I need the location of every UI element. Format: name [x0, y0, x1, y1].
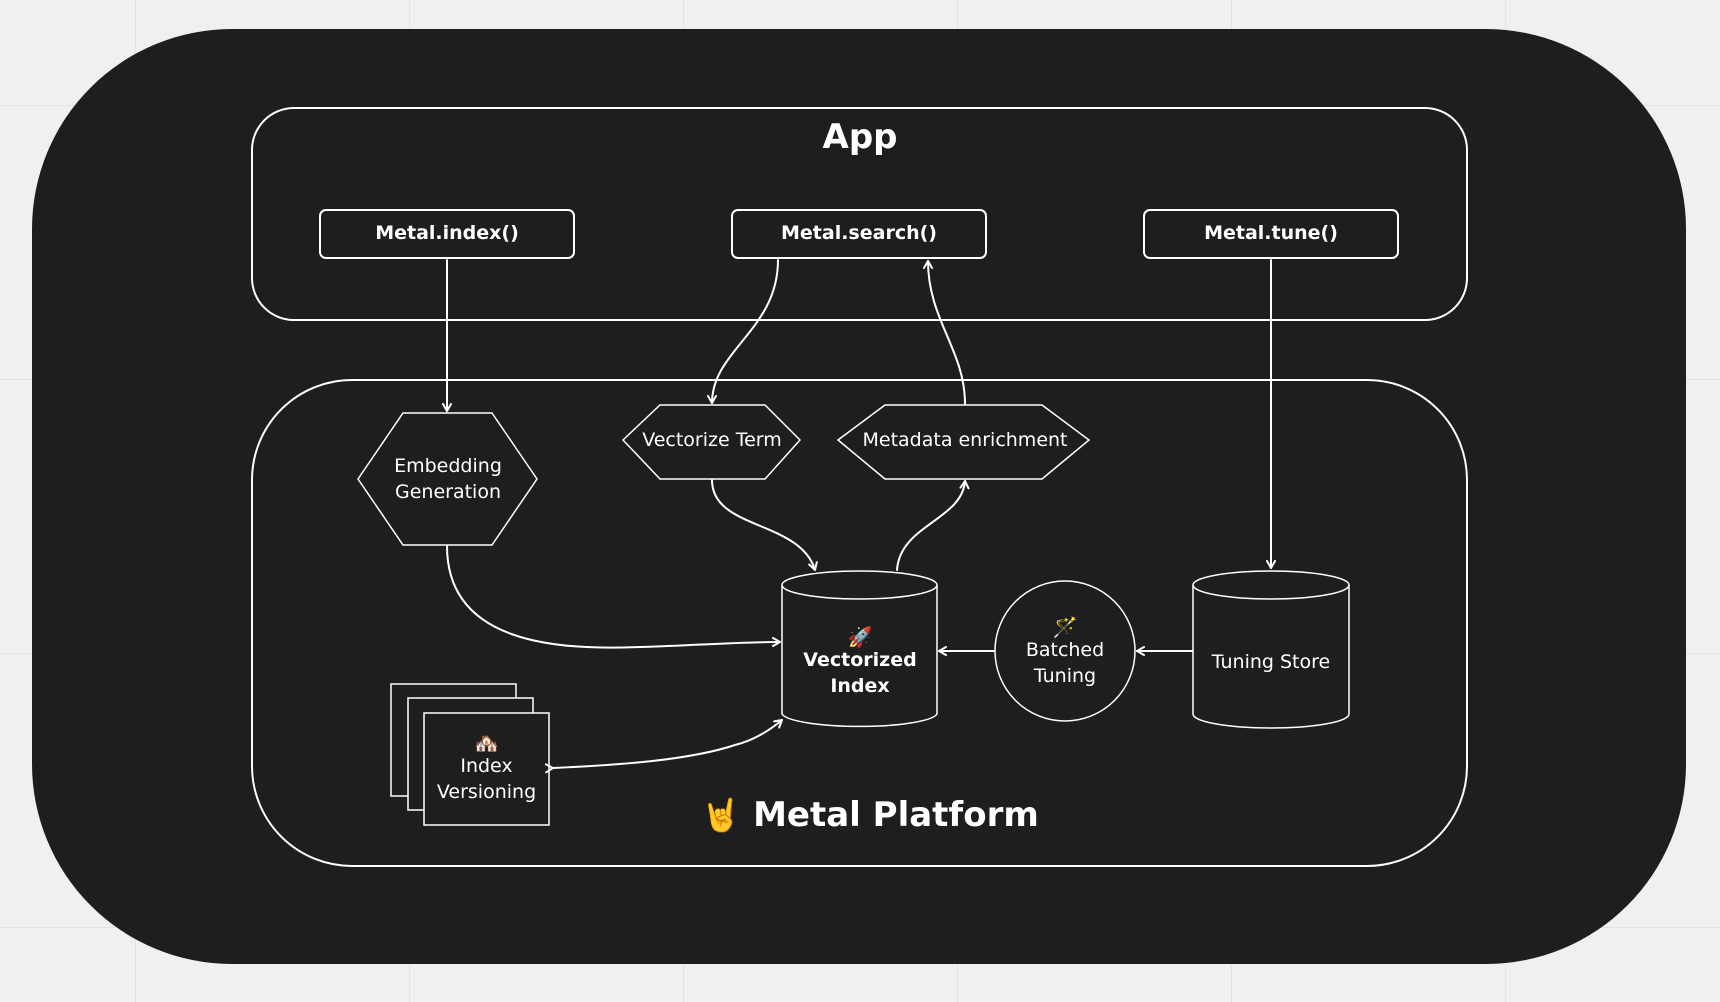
arrow-metadata-to-search [923, 260, 966, 405]
vectorized-index-node: 🚀 Vectorized Index [790, 622, 930, 704]
metal-tune-box[interactable] [1143, 209, 1399, 259]
index-versioning-label: Index Versioning [436, 755, 537, 803]
houses-icon: 🏘️ [474, 731, 499, 756]
embedding-generation-shape [357, 412, 538, 546]
rock-hand-icon: 🤘 [701, 796, 742, 835]
vectorized-index-shape [781, 570, 938, 728]
metal-search-box[interactable] [731, 209, 987, 259]
vectorize-term-shape [621, 404, 802, 480]
metal-tune-button[interactable]: Metal.tune() [1204, 222, 1338, 245]
magic-wand-icon: 🪄 [1052, 615, 1078, 640]
index-versioning-node: 🏘️ Index Versioning [428, 728, 545, 810]
arrow-search-to-vectorize [707, 259, 779, 404]
metal-index-button[interactable]: Metal.index() [375, 222, 519, 245]
arrow-embedding-to-index [446, 545, 781, 649]
batched-tuning-node: 🪄 Batched Tuning [1010, 612, 1120, 694]
rocket-icon: 🚀 [847, 625, 873, 650]
platform-title: 🤘 Metal Platform [700, 790, 1040, 842]
vectorized-index-label: Vectorized Index [803, 649, 917, 697]
platform-title-text: Metal Platform [753, 795, 1039, 836]
tuning-store-shape [1192, 570, 1350, 729]
index-versioning-shape [390, 683, 550, 826]
arrow-vectorize-to-index [711, 479, 818, 571]
metadata-enrichment-label: Metadata enrichment [862, 429, 1068, 452]
tuning-store-label: Tuning Store [1211, 651, 1331, 674]
metal-index-box[interactable] [319, 209, 575, 259]
arrow-index-versioning-link [544, 719, 783, 774]
app-container [251, 107, 1468, 321]
embedding-generation-label: Embedding Generation [394, 455, 502, 503]
app-title: App [822, 117, 898, 158]
batched-tuning-label: Batched Tuning [1025, 639, 1105, 687]
arrow-index-to-metadata [896, 480, 970, 571]
platform-container [251, 379, 1468, 867]
vectorize-term-label: Vectorize Term [642, 429, 782, 452]
metal-search-button[interactable]: Metal.search() [781, 222, 937, 245]
metadata-enrichment-shape [836, 404, 1091, 480]
